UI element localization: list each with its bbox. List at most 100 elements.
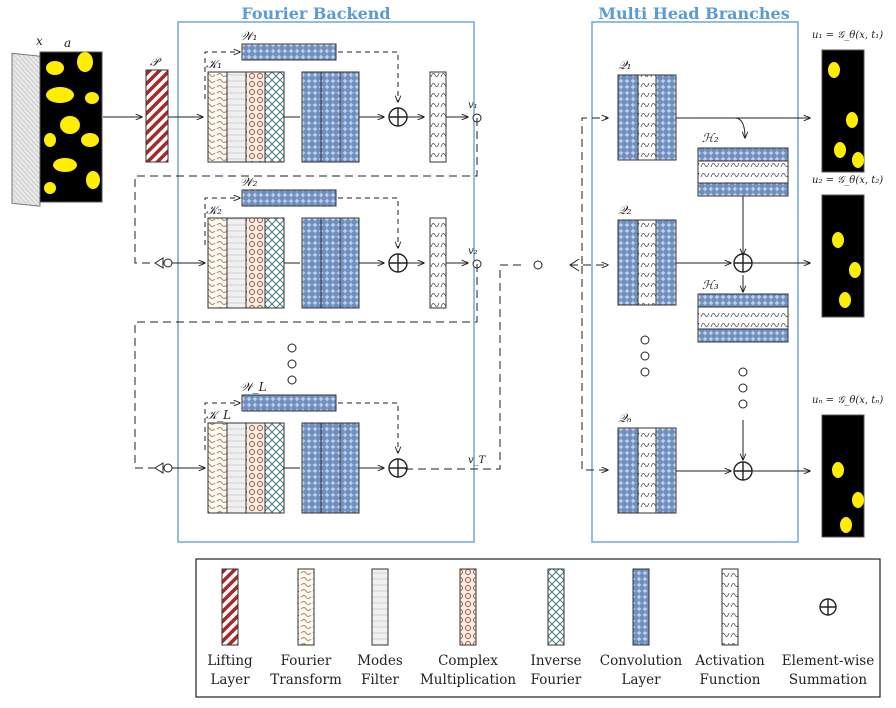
head-2: 𝒬₂ u₂ = 𝒢_θ(x, t₂) — [617, 175, 883, 318]
v-label: v₂ — [468, 246, 478, 257]
legend-line2: Layer — [210, 672, 250, 688]
k-label: 𝒦_L — [206, 408, 231, 422]
fourier-layer-3: 𝒲_L𝒦_Lv_T — [154, 380, 487, 514]
k-label: 𝒦₁ — [206, 57, 222, 71]
fourier-layer-1: 𝒲₁ 𝒦₁ v₁ — [204, 29, 482, 163]
w-label: 𝒲₂ — [240, 175, 258, 189]
head-1: 𝒬₁ u₁ = 𝒢_θ(x, t₁) — [617, 30, 883, 173]
v-label: v_T — [468, 455, 487, 466]
output-label: u₁ = 𝒢_θ(x, t₁) — [812, 30, 883, 41]
fourier-transform-block — [207, 217, 228, 309]
legend-line2: Fourier — [531, 672, 582, 688]
activation-block — [429, 71, 447, 163]
modes-filter-block — [226, 217, 247, 309]
legend-line1: Convolution — [600, 653, 683, 669]
legend-line1: Lifting — [207, 653, 253, 669]
skip-out-dash — [338, 402, 398, 453]
legend-line1: Element-wise — [782, 653, 874, 669]
lifting-layer — [145, 69, 169, 163]
fourier-layer-2: 𝒲₂ 𝒦₂ v₂ — [154, 175, 482, 309]
legend-line1: Fourier — [281, 653, 332, 669]
hub-to-headn — [570, 264, 608, 470]
complex-mult-block — [245, 71, 266, 163]
legend-swatch — [459, 568, 477, 646]
v-label: v₁ — [468, 100, 478, 111]
head-act-block — [637, 219, 657, 306]
hidden-h2-label: ℋ₂ — [702, 131, 719, 145]
head-act-block — [637, 427, 657, 514]
output-blob — [832, 232, 844, 248]
output-blob — [852, 152, 864, 168]
output-label: u₂ = 𝒢_θ(x, t₂) — [812, 175, 883, 186]
modes-filter-block — [226, 71, 247, 163]
head-sum-plus — [734, 462, 752, 480]
fourier-transform-block — [207, 422, 228, 514]
conv-block — [339, 422, 360, 514]
output-label: uₙ = 𝒢_θ(x, tₙ) — [812, 395, 883, 406]
legend-swatch — [221, 568, 239, 646]
activation-block — [429, 217, 447, 309]
lifting-label: 𝒫 — [150, 55, 162, 69]
head-ellipsis — [640, 335, 748, 409]
complex-mult-block — [245, 217, 266, 309]
fourier-transform-block — [207, 71, 228, 163]
legend-line1: Modes — [357, 653, 403, 669]
link-vT-to-hub — [405, 264, 524, 470]
multi-head-frame — [591, 21, 799, 543]
skip-in-dash — [204, 403, 240, 450]
hub-node — [533, 260, 543, 270]
entry-arrowhead — [154, 462, 164, 474]
backend-ellipsis — [287, 343, 297, 385]
hub-arrowhead — [569, 258, 580, 272]
conv-block — [320, 217, 341, 309]
conv-block — [320, 71, 341, 163]
head-conv-block — [617, 219, 639, 306]
legend-line1: Activation — [694, 653, 765, 669]
entry-arrowhead — [154, 257, 164, 269]
legend-line2: Multiplication — [420, 672, 516, 688]
output-blob — [839, 292, 851, 308]
w-bar — [241, 394, 337, 412]
output-blob — [852, 492, 864, 508]
head-conv-block — [655, 427, 677, 514]
q-label: 𝒬₁ — [618, 58, 631, 72]
sum-plus — [389, 108, 407, 126]
h1-to-h2-arrow — [734, 117, 745, 138]
head-act-block — [637, 74, 657, 161]
w-label: 𝒲₁ — [240, 29, 257, 43]
legend-swatch — [297, 568, 315, 646]
hub-to-head1 — [570, 118, 608, 266]
w-bar — [241, 43, 337, 61]
q-label: 𝒬₂ — [618, 203, 632, 217]
input-a-label: a — [64, 36, 71, 50]
hidden-block-h3: ℋ₃ — [697, 278, 789, 343]
k-label: 𝒦₂ — [206, 203, 222, 217]
output-blob — [832, 462, 844, 478]
legend-line2: Function — [700, 672, 761, 688]
legend-swatch — [371, 568, 389, 646]
output-blob — [828, 62, 840, 78]
legend-line1: Inverse — [530, 653, 581, 669]
multi-head-title: Multi Head Branches — [598, 4, 789, 23]
input-a-blobs — [44, 52, 100, 194]
inverse-fourier-block — [264, 71, 285, 163]
input-x-card — [11, 52, 41, 207]
w-bar — [241, 189, 337, 207]
legend-line2: Summation — [789, 672, 867, 688]
input-x-label: x — [36, 34, 43, 48]
head-conv-block — [655, 74, 677, 161]
legend-swatch — [547, 568, 565, 646]
skip-out-dash — [338, 197, 398, 248]
complex-mult-block — [245, 422, 266, 514]
legend-line1: Complex — [438, 653, 498, 669]
input-stack: x a — [11, 34, 142, 207]
legend-swatch — [632, 568, 650, 646]
link-v2-to-layerL — [134, 264, 478, 469]
sum-plus — [389, 459, 407, 477]
modes-filter-block — [226, 422, 247, 514]
inverse-fourier-block — [264, 217, 285, 309]
